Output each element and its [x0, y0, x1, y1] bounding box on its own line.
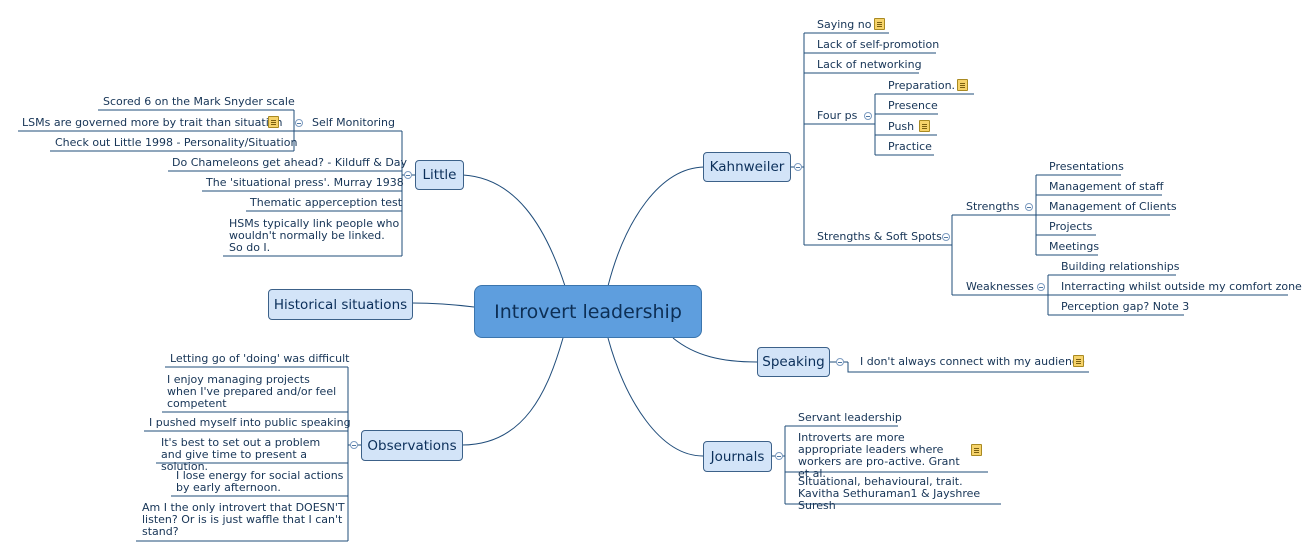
topic-little[interactable]: Little: [415, 160, 464, 190]
four-ps-item[interactable]: Presence: [888, 99, 938, 112]
little-sm-item[interactable]: Check out Little 1998 - Personality/Situ…: [55, 136, 298, 149]
central-topic-label: Introvert leadership: [494, 300, 682, 323]
topic-speaking-label: Speaking: [762, 354, 825, 370]
note-icon[interactable]: [957, 79, 968, 91]
strengths-item[interactable]: Management of Clients: [1049, 200, 1177, 213]
topic-speaking[interactable]: Speaking: [757, 347, 830, 377]
note-icon[interactable]: [1073, 355, 1084, 367]
strengths-item[interactable]: Projects: [1049, 220, 1093, 233]
weaknesses-label[interactable]: Weaknesses: [966, 280, 1034, 293]
observation-item[interactable]: It's best to set out a problem and give …: [161, 436, 321, 473]
topic-kahnweiler[interactable]: Kahnweiler: [703, 152, 791, 182]
collapse-toggle-icon[interactable]: [295, 119, 303, 127]
observation-item[interactable]: I pushed myself into public speaking: [149, 416, 351, 429]
topic-journals-label: Journals: [710, 448, 765, 465]
journal-item[interactable]: SItuational, behavioural, trait. Kavitha…: [798, 475, 981, 512]
central-topic[interactable]: Introvert leadership: [474, 285, 702, 338]
strengths-item[interactable]: Management of staff: [1049, 180, 1164, 193]
four-ps-label[interactable]: Four ps: [817, 109, 858, 122]
collapse-toggle-icon[interactable]: [1037, 283, 1045, 291]
kahnweiler-item[interactable]: Lack of networking: [817, 58, 922, 71]
weaknesses-item[interactable]: Interracting whilst outside my comfort z…: [1061, 280, 1302, 293]
kahnweiler-item[interactable]: Lack of self-promotion: [817, 38, 940, 51]
topic-journals[interactable]: Journals: [703, 441, 772, 472]
observation-item[interactable]: I lose energy for social actions by earl…: [176, 469, 344, 494]
four-ps-item[interactable]: Preparation.: [888, 79, 956, 92]
topic-historical-label: Historical situations: [273, 296, 408, 313]
little-item[interactable]: The 'situational press'. Murray 1938: [206, 176, 404, 189]
four-ps-item[interactable]: Push: [888, 120, 915, 133]
speaking-item[interactable]: I don't always connect with my audience: [860, 355, 1085, 368]
collapse-toggle-icon[interactable]: [864, 112, 872, 120]
kahnweiler-item[interactable]: Saying no: [817, 18, 872, 31]
observation-item[interactable]: I enjoy managing projects when I've prep…: [167, 373, 337, 410]
note-icon[interactable]: [874, 18, 885, 30]
little-item[interactable]: Thematic apperception test: [250, 196, 403, 209]
journal-item[interactable]: Servant leadership: [798, 411, 902, 424]
weaknesses-item[interactable]: Building relationships: [1061, 260, 1180, 273]
topic-little-label: Little: [422, 167, 457, 183]
little-sm-item[interactable]: Scored 6 on the Mark Snyder scale: [103, 95, 295, 108]
little-item[interactable]: Do Chameleons get ahead? - Kilduff & Day: [172, 156, 408, 169]
collapse-toggle-icon[interactable]: [775, 452, 783, 460]
little-sm-item[interactable]: LSMs are governed more by trait than sit…: [22, 116, 283, 129]
topic-observations[interactable]: Observations: [361, 430, 463, 461]
note-icon[interactable]: [919, 120, 930, 132]
collapse-toggle-icon[interactable]: [350, 441, 358, 449]
four-ps-item[interactable]: Practice: [888, 140, 932, 153]
note-icon[interactable]: [268, 116, 279, 128]
collapse-toggle-icon[interactable]: [404, 171, 412, 179]
note-icon[interactable]: [971, 444, 982, 456]
observation-item[interactable]: Am I the only introvert that DOESN'T lis…: [142, 501, 345, 538]
collapse-toggle-icon[interactable]: [794, 163, 802, 171]
strengths-item[interactable]: Meetings: [1049, 240, 1100, 253]
topic-observations-label: Observations: [367, 437, 457, 454]
collapse-toggle-icon[interactable]: [836, 358, 844, 366]
collapse-toggle-icon[interactable]: [942, 233, 950, 241]
strengths-item[interactable]: Presentations: [1049, 160, 1124, 173]
little-item[interactable]: HSMs typically link people who wouldn't …: [229, 217, 400, 254]
self-monitoring-label[interactable]: Self Monitoring: [312, 116, 395, 129]
observation-item[interactable]: Letting go of 'doing' was difficult: [170, 352, 350, 365]
topic-historical-situations[interactable]: Historical situations: [268, 289, 413, 320]
weaknesses-item[interactable]: Perception gap? Note 3: [1061, 300, 1190, 313]
collapse-toggle-icon[interactable]: [1025, 203, 1033, 211]
topic-kahnweiler-label: Kahnweiler: [709, 159, 785, 175]
strengths-label[interactable]: Strengths: [966, 200, 1020, 213]
journal-item[interactable]: Introverts are more appropriate leaders …: [798, 431, 960, 480]
strengths-soft-spots-label[interactable]: Strengths & Soft Spots: [817, 230, 942, 243]
